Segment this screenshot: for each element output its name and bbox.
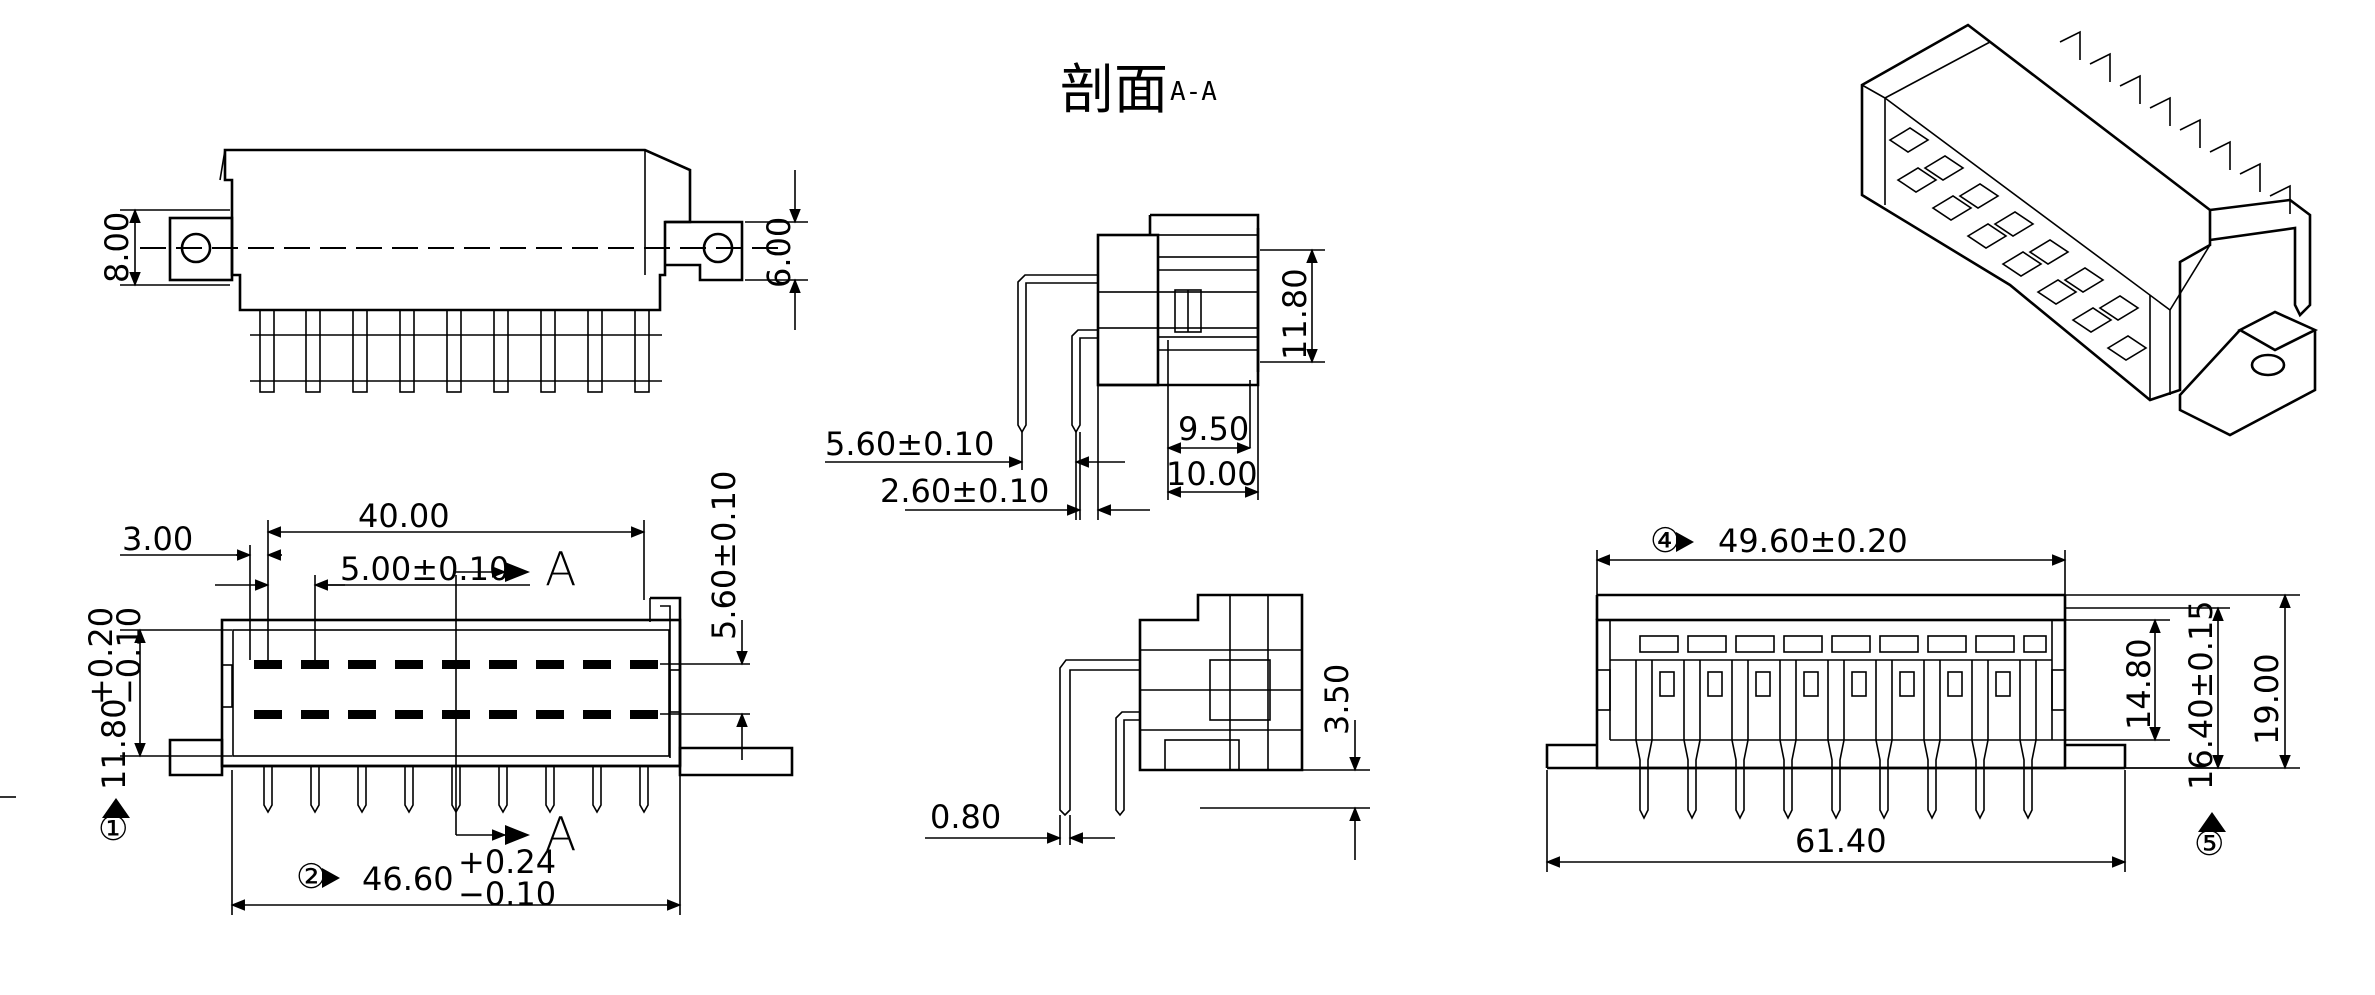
dim-right-bottom: 61.40 <box>1795 822 1887 860</box>
dim-right-h1: 14.80 <box>2120 638 2158 730</box>
side-pin-inner <box>1115 711 1140 817</box>
dim-front-40: 40.00 <box>358 497 450 535</box>
marker-5-arrow-icon <box>2198 812 2226 832</box>
right-view: ④ 49.60±0.20 14.80 16.40±0.15 19.00 ⑤ 61… <box>1545 521 2300 872</box>
dim-section-a: 9.50 <box>1178 410 1249 448</box>
dim-front-left-main: 11.80 <box>95 698 133 790</box>
front-view-body <box>220 618 682 768</box>
top-right-flange <box>665 220 744 282</box>
iso-top-pins <box>2059 30 2291 214</box>
marker-5: ⑤ <box>2194 824 2224 864</box>
section-view: 11.80 9.50 10.00 5.60±0.10 2.60±0.10 <box>825 213 1325 520</box>
dim-front-pitch: 5.00±0.10 <box>340 550 509 588</box>
dim-front-3: 3.00 <box>122 520 193 558</box>
section-marker-bottom: A <box>545 807 576 861</box>
dim-right-h3: 19.00 <box>2248 653 2286 745</box>
marker-1-arrow-icon <box>102 798 130 818</box>
section-hatch-left <box>1096 233 1160 387</box>
side-view: 3.50 0.80 <box>925 593 1370 860</box>
dim-side-height: 3.50 <box>1318 664 1356 735</box>
section-pin-outer <box>1017 274 1098 434</box>
iso-flange-hole-icon <box>2250 353 2286 377</box>
dim-section-pin2: 2.60±0.10 <box>880 472 1049 510</box>
dim-front-bottom-tol-minus: −0.10 <box>458 875 556 913</box>
dim-section-b: 10.00 <box>1166 455 1258 493</box>
isometric-view <box>1860 23 2319 437</box>
right-view-windows <box>1639 635 2047 653</box>
top-view-body <box>223 148 692 312</box>
front-view-pins <box>263 766 649 814</box>
top-view: 8.00 6.00 <box>98 148 808 393</box>
dim-front-bottom-tol-plus: +0.24 <box>458 843 556 881</box>
marker-1: ① <box>98 809 128 849</box>
dim-front-left-tol-minus: −0.10 <box>110 607 148 705</box>
section-title-label: A-A <box>1170 77 1217 107</box>
dim-front-bottom-main: 46.60 <box>362 860 454 898</box>
top-view-pins <box>250 309 662 393</box>
right-view-pins <box>1635 660 2037 820</box>
dim-top-6: 6.00 <box>760 217 798 288</box>
iso-right-pin <box>2209 198 2312 318</box>
section-title: 剖面 A-A <box>1060 58 1217 121</box>
dim-side-pin: 0.80 <box>930 798 1001 836</box>
right-view-body <box>1595 618 2067 770</box>
front-right-flange <box>678 746 794 777</box>
section-title-cjk: 剖面 <box>1060 58 1168 121</box>
dim-front-left-tol-plus: +0.20 <box>82 607 120 705</box>
dim-front-right: 5.60±0.10 <box>705 471 743 640</box>
dim-section-height: 11.80 <box>1276 268 1314 360</box>
section-pin-inner <box>1071 329 1098 434</box>
marker-2-arrow-icon <box>322 868 340 888</box>
section-marker-top: A <box>545 542 576 596</box>
iso-housing <box>1860 23 2212 402</box>
dim-right-h2: 16.40±0.15 <box>2182 600 2220 790</box>
marker-4-arrow-icon <box>1676 532 1694 552</box>
marker-4: ④ <box>1650 521 1680 561</box>
side-pin-outer <box>1059 659 1140 817</box>
iso-flange <box>2178 329 2317 437</box>
dim-section-pin1: 5.60±0.10 <box>825 425 994 463</box>
marker-2: ② <box>296 857 326 897</box>
front-left-flange <box>168 738 224 777</box>
dim-right-top: 49.60±0.20 <box>1718 522 1908 560</box>
iso-contacts <box>1888 127 2148 361</box>
right-view-flange <box>1545 743 2127 770</box>
dim-top-8: 8.00 <box>98 212 136 283</box>
front-view: A A 40.00 3.00 5.00±0.10 5.60±0.10 11.80… <box>0 471 794 915</box>
